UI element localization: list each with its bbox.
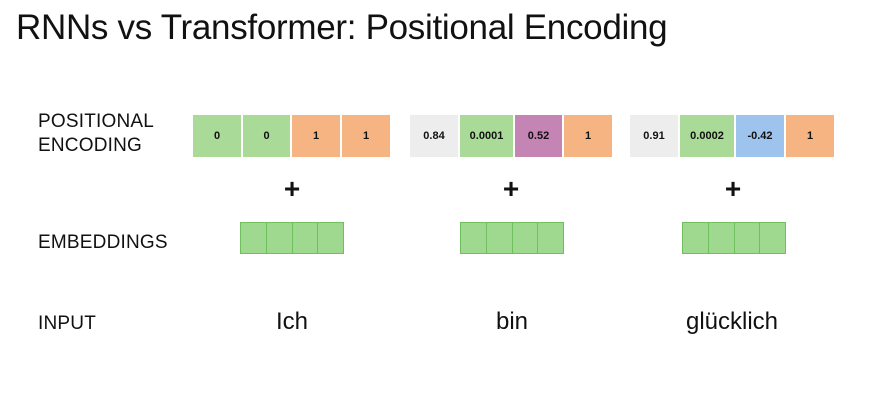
pe-cell: 1 — [342, 115, 390, 157]
pe-cell: 1 — [786, 115, 834, 157]
pe-cell: 0.0001 — [460, 115, 513, 157]
pe-cell: 1 — [292, 115, 340, 157]
input-label: INPUT — [38, 313, 96, 334]
pe-cell: -0.42 — [736, 115, 784, 157]
plus-sign: + — [283, 173, 301, 204]
embeddings-label: EMBEDDINGS — [38, 232, 168, 253]
input-word: glücklich — [685, 308, 779, 335]
positional-encoding-label-line1: POSITIONAL — [38, 111, 155, 132]
embedding-vector — [240, 222, 344, 254]
pe-cell: 0.52 — [515, 115, 562, 157]
input-word: Ich — [275, 308, 308, 335]
embedding-vector — [682, 222, 786, 254]
embedding-vector — [460, 222, 564, 254]
positional-encoding-label: POSITIONAL ENCODING — [38, 110, 154, 158]
positional-encoding-label-line2: ENCODING — [38, 135, 142, 156]
input-word: bin — [495, 308, 529, 335]
pe-cell: 0.0002 — [680, 115, 734, 157]
slide-title: RNNs vs Transformer: Positional Encoding — [16, 8, 668, 47]
plus-sign: + — [724, 173, 742, 204]
pe-cell: 0 — [243, 115, 290, 157]
pe-cell: 1 — [564, 115, 612, 157]
pe-cell: 0.84 — [410, 115, 458, 157]
pe-cell: 0 — [193, 115, 241, 157]
pe-cell: 0.91 — [630, 115, 678, 157]
plus-sign: + — [502, 173, 520, 204]
